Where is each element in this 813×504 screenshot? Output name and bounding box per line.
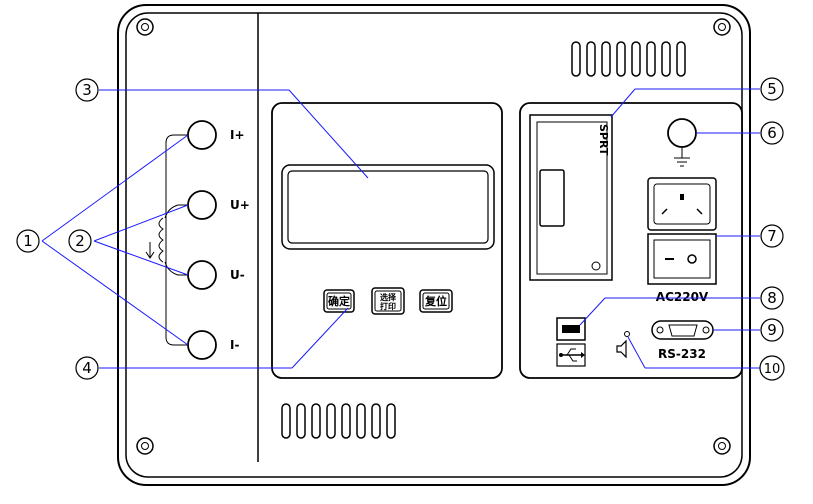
- buzzer: [624, 331, 630, 337]
- callout-2: 2: [68, 229, 92, 253]
- power-switch[interactable]: [647, 233, 717, 285]
- callout-6: 6: [760, 121, 784, 145]
- callout-8: 8: [760, 286, 784, 310]
- select-print-button-label-bottom: 打印: [380, 301, 396, 311]
- terminal-u-minus[interactable]: [187, 260, 217, 290]
- svg-text:2: 2: [75, 232, 85, 250]
- bottom-vents: [281, 403, 396, 439]
- power-socket[interactable]: [647, 177, 717, 231]
- lcd-screen: [287, 170, 489, 244]
- confirm-button-label: 确定: [328, 294, 350, 308]
- callout-9: 9: [760, 318, 784, 342]
- terminal-label-u-minus: U-: [230, 268, 245, 282]
- svg-text:5: 5: [767, 80, 777, 98]
- corner-screw-bottom-left: [136, 437, 154, 455]
- usb-icon: [556, 343, 586, 367]
- terminal-label-u-plus: U+: [230, 198, 250, 212]
- rs232-label: RS-232: [658, 347, 706, 361]
- printer-paper-door[interactable]: [539, 169, 565, 227]
- select-print-button[interactable]: 选择 打印: [371, 287, 405, 315]
- svg-text:1: 1: [23, 232, 33, 250]
- test-lead-wiring: [145, 134, 188, 346]
- terminal-u-plus[interactable]: [187, 190, 217, 220]
- confirm-button[interactable]: 确定: [323, 289, 355, 313]
- terminal-i-plus[interactable]: [187, 120, 217, 150]
- callout-lines: [41, 88, 760, 369]
- reset-button-label: 复位: [424, 294, 447, 308]
- printer-label: SPRT: [597, 124, 610, 156]
- callout-5: 5: [760, 77, 784, 101]
- usb-port[interactable]: [556, 317, 586, 341]
- select-print-button-label-top: 选择: [380, 292, 397, 302]
- svg-text:9: 9: [767, 321, 777, 339]
- callout-4: 4: [75, 356, 99, 380]
- corner-screw-top-right: [713, 18, 731, 36]
- svg-text:7: 7: [767, 227, 777, 245]
- svg-text:8: 8: [767, 289, 777, 307]
- callout-7: 7: [760, 224, 784, 248]
- svg-text:6: 6: [767, 124, 777, 142]
- svg-text:3: 3: [82, 81, 92, 99]
- svg-text:4: 4: [82, 359, 92, 377]
- callout-3: 3: [75, 78, 99, 102]
- reset-button[interactable]: 复位: [419, 289, 453, 313]
- svg-text:10: 10: [764, 362, 781, 377]
- power-label: AC220V: [656, 290, 709, 304]
- terminal-label-i-plus: I+: [230, 128, 245, 142]
- corner-screw-top-left: [136, 18, 154, 36]
- terminal-label-i-minus: I-: [230, 338, 239, 352]
- callout-10: 10: [759, 355, 785, 381]
- top-vents: [571, 41, 686, 77]
- speaker-icon: [616, 339, 627, 359]
- printer-module: SPRT: [529, 114, 613, 281]
- rs232-port[interactable]: [651, 320, 714, 340]
- terminal-i-minus[interactable]: [187, 330, 217, 360]
- corner-screw-bottom-right: [713, 437, 731, 455]
- callout-1: 1: [16, 229, 40, 253]
